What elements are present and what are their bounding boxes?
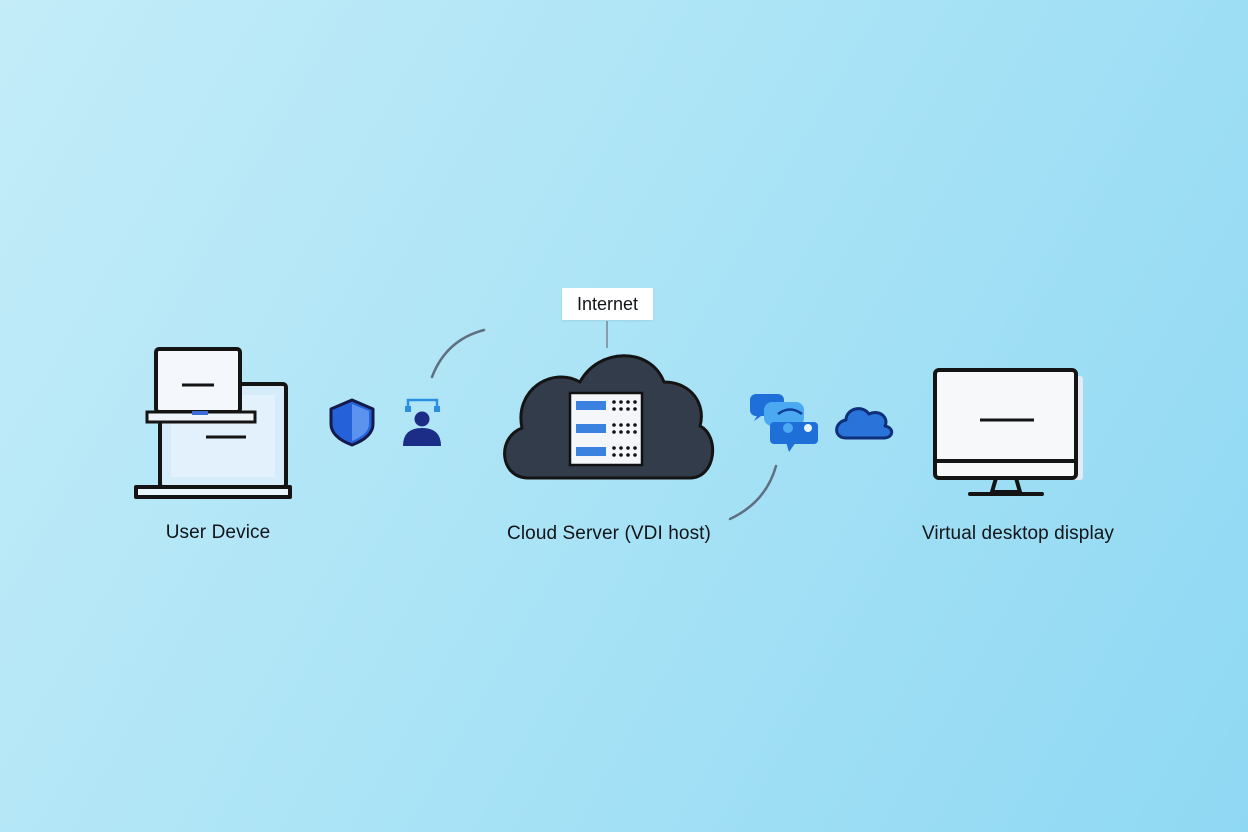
- connector-arc-top: [430, 328, 486, 379]
- laptop-icon: [134, 347, 292, 499]
- shield-icon: [329, 398, 375, 447]
- cloud-server-label: Cloud Server (VDI host): [507, 523, 711, 544]
- virtual-desktop-label: Virtual desktop display: [921, 523, 1115, 544]
- chat-bubbles-icon: [750, 394, 818, 452]
- user-device-label: User Device: [165, 522, 271, 543]
- monitor-icon: [933, 368, 1083, 496]
- internet-label: Internet: [562, 288, 653, 320]
- user-icon: [403, 398, 441, 446]
- small-cloud-icon: [835, 407, 894, 440]
- connector-arc-bottom: [728, 464, 778, 521]
- server-icon: [568, 391, 644, 467]
